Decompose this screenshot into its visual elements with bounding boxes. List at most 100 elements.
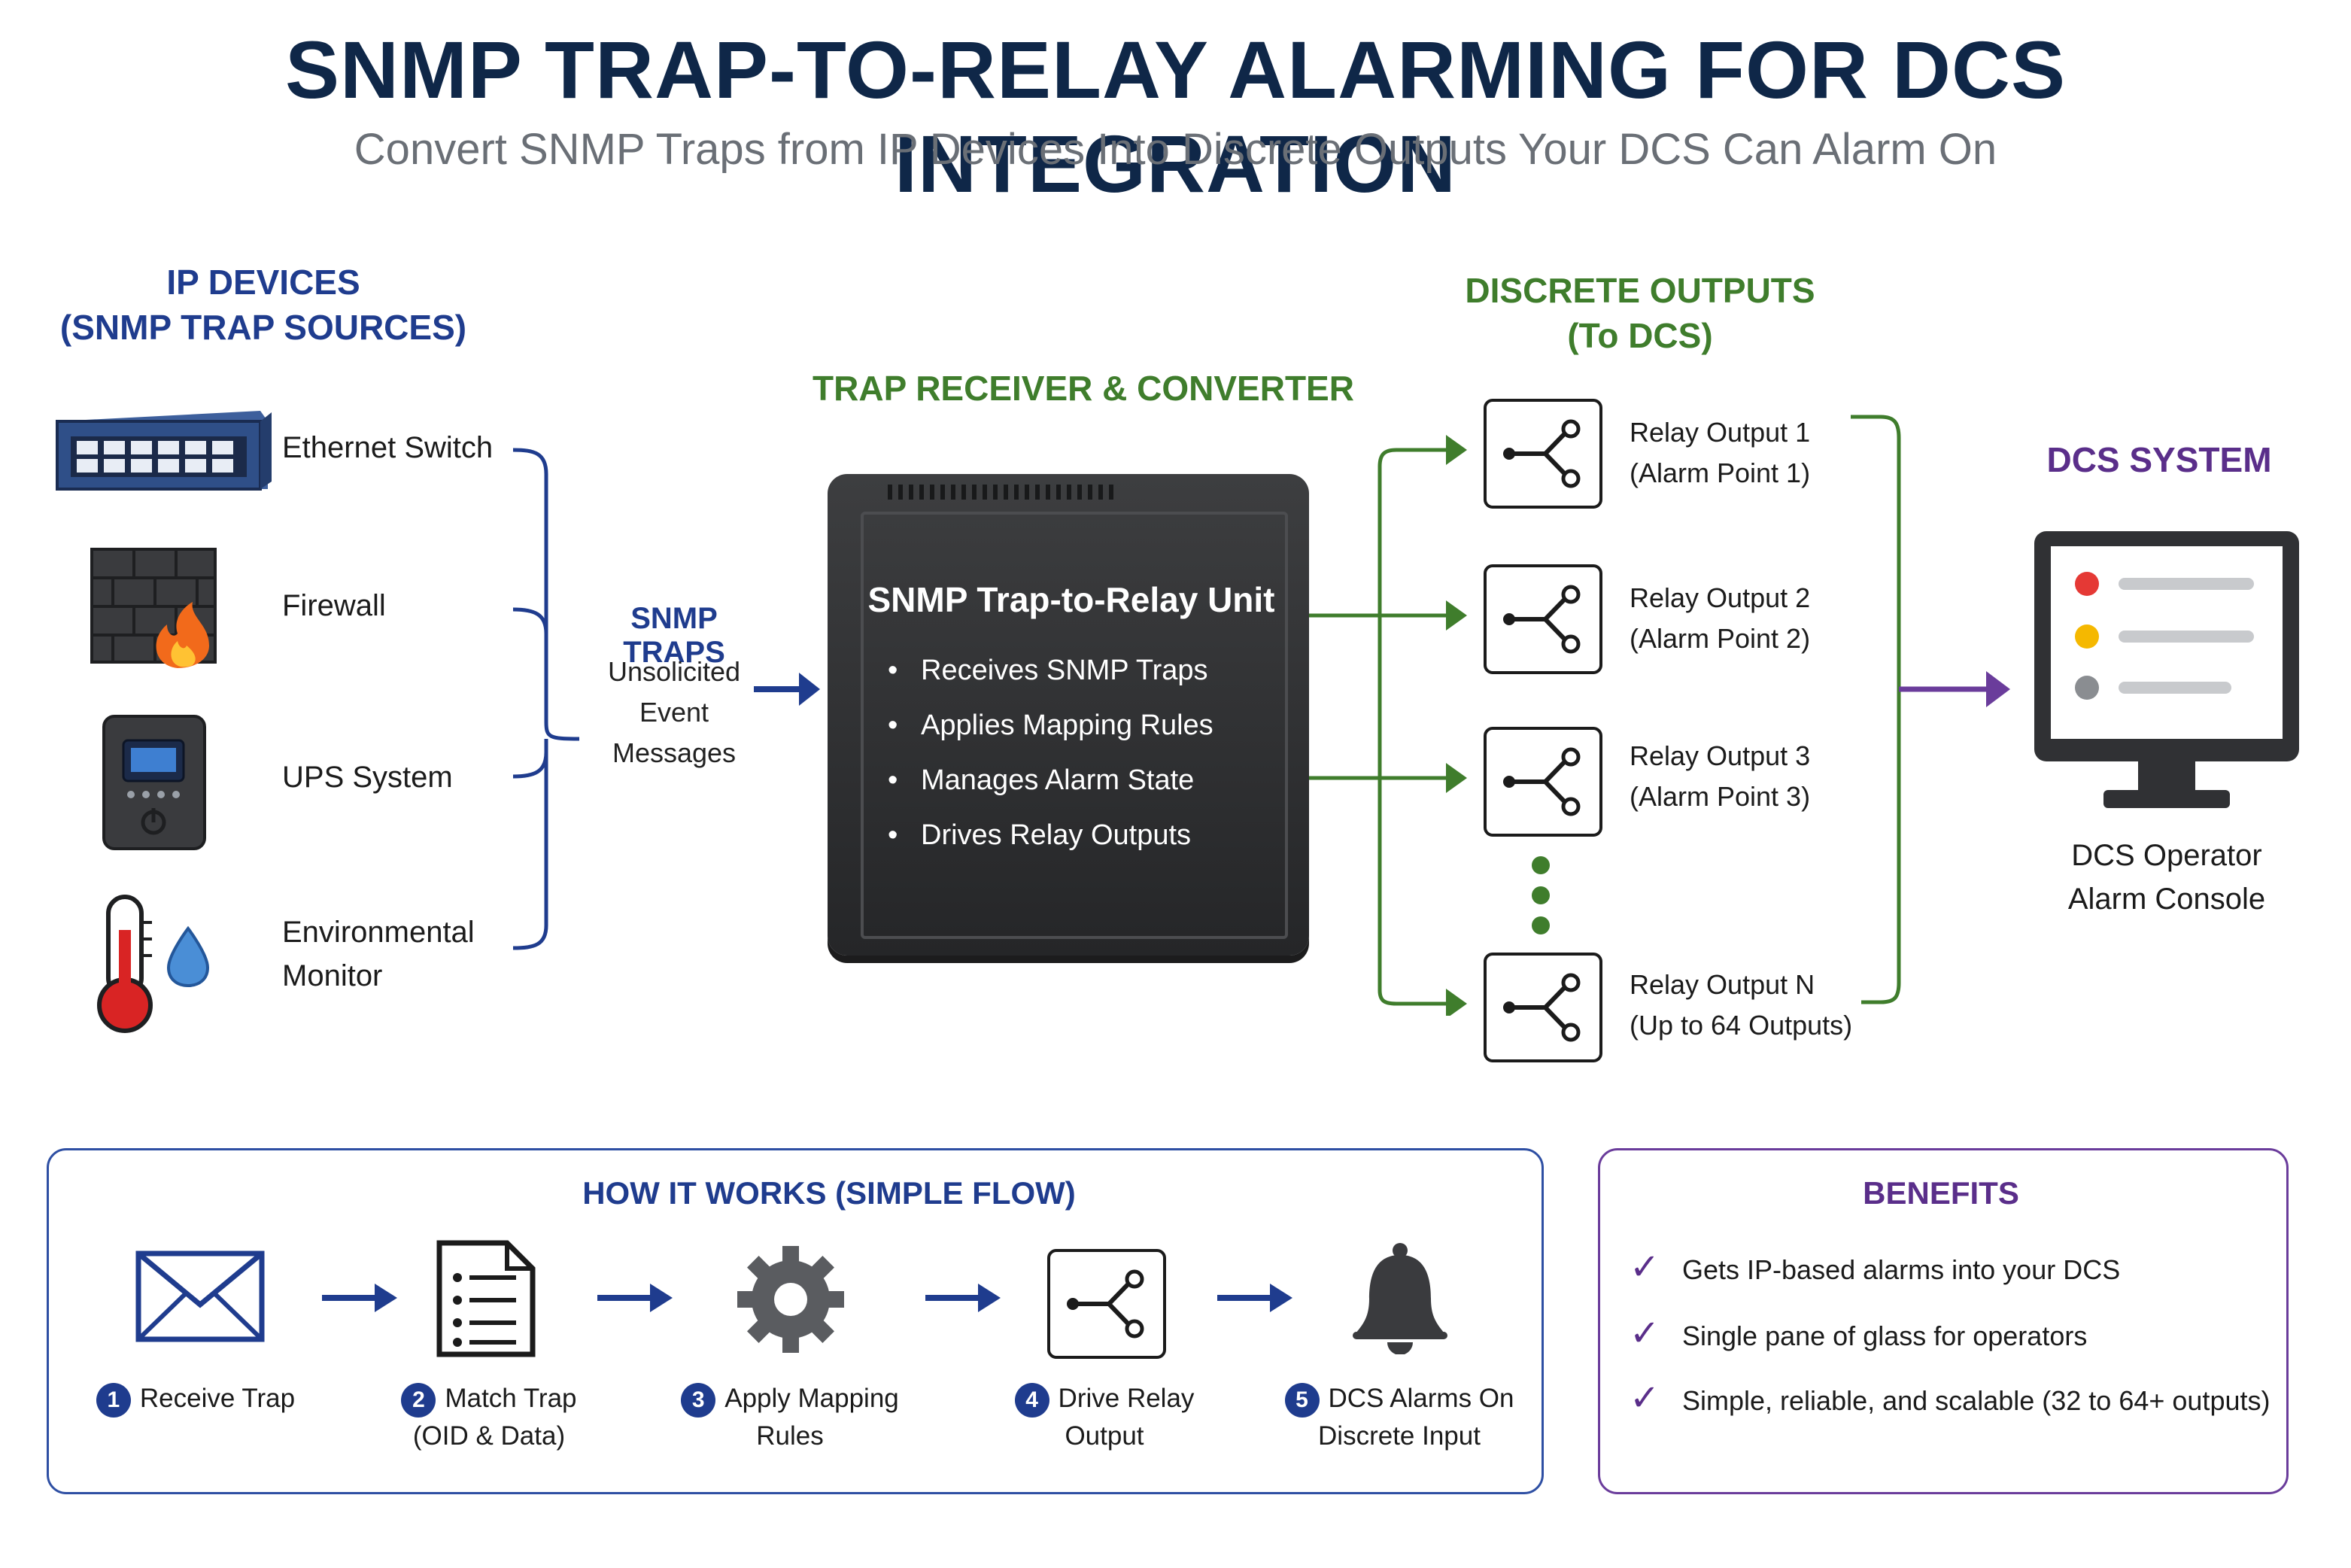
- firewall-icon: [90, 548, 217, 668]
- relay-name: Relay Output 3: [1630, 740, 1811, 771]
- benefit-text: Single pane of glass for operators: [1682, 1320, 2088, 1351]
- checkmark-icon: ✓: [1630, 1378, 1660, 1418]
- more-outputs-dots-icon: [1532, 856, 1550, 934]
- device-label-environmental-monitor: Environmental Monitor: [282, 910, 475, 998]
- step-label-line1: Apply Mapping: [724, 1384, 899, 1413]
- ups-icon: [102, 715, 206, 850]
- relay-detail: (Alarm Point 1): [1630, 457, 1811, 488]
- device-bracket: [512, 448, 580, 950]
- flow-step-1: 1 Receive Trap: [75, 1380, 316, 1418]
- relay-detail: (Alarm Point 2): [1630, 623, 1811, 654]
- relay-output-2-label: Relay Output 2 (Alarm Point 2): [1630, 578, 1810, 659]
- discrete-outputs-heading: DISCRETE OUTPUTS (To DCS): [1429, 268, 1851, 358]
- arrow-right-icon: [754, 673, 820, 706]
- relay-switch-icon: [1503, 585, 1581, 654]
- device-label-ups: UPS System: [282, 761, 453, 794]
- step-number-badge: 3: [681, 1383, 716, 1418]
- alarm-indicator-gray: [2075, 676, 2099, 700]
- snmp-traps-description: Unsolicited Event Messages: [576, 652, 772, 773]
- step-number-badge: 5: [1284, 1383, 1320, 1418]
- step-label-line2: Discrete Input: [1318, 1421, 1481, 1451]
- step-label-line1: Receive Trap: [139, 1384, 296, 1413]
- benefit-text: Gets IP-based alarms into your DCS: [1682, 1254, 2121, 1285]
- flow-step-3: 3 Apply Mapping Rules: [670, 1380, 910, 1455]
- dcs-console-label-line1: DCS Operator: [2071, 839, 2262, 872]
- step-label-line1: Drive Relay: [1058, 1384, 1195, 1413]
- step-label-line2: (OID & Data): [412, 1421, 566, 1451]
- trap-to-relay-unit: SNMP Trap-to-Relay Unit Receives SNMP Tr…: [828, 474, 1309, 956]
- output-connectors: [1309, 435, 1467, 1016]
- document-list-icon: [436, 1240, 536, 1357]
- alarm-indicator-red: [2075, 572, 2099, 596]
- relay-switch-icon: [1503, 747, 1581, 816]
- snmp-traps-heading: SNMP TRAPS: [623, 602, 725, 669]
- unit-feature: Applies Mapping Rules: [888, 698, 1213, 753]
- benefits-heading: BENEFITS: [1863, 1175, 2019, 1211]
- unit-title: SNMP Trap-to-Relay Unit: [867, 580, 1275, 619]
- alarm-indicator-yellow: [2075, 624, 2099, 649]
- checkmark-icon: ✓: [1630, 1314, 1660, 1354]
- relay-detail: (Up to 64 Outputs): [1630, 1010, 1853, 1041]
- relay-switch-icon: [1503, 973, 1581, 1042]
- unit-feature: Receives SNMP Traps: [888, 643, 1213, 698]
- dcs-console-label-line2: Alarm Console: [2067, 883, 2266, 916]
- dcs-console-label: DCS Operator Alarm Console: [2016, 834, 2317, 921]
- unit-feature-list: Receives SNMP Traps Applies Mapping Rule…: [888, 643, 1213, 863]
- relay-switch-icon: [1067, 1269, 1144, 1339]
- page-title: SNMP TRAP-TO-RELAY ALARMING FOR DCS INTE…: [284, 24, 2067, 209]
- converter-heading: TRAP RECEIVER & CONVERTER: [813, 369, 1354, 408]
- step-number-badge: 1: [96, 1383, 131, 1418]
- ethernet-switch-icon: [56, 411, 272, 491]
- benefit-item: ✓ Simple, reliable, and scalable (32 to 6…: [1630, 1380, 2270, 1420]
- gear-icon: [737, 1246, 844, 1353]
- step-label-line2: Rules: [756, 1421, 824, 1451]
- relay-name: Relay Output 1: [1630, 417, 1811, 448]
- device-label-firewall: Firewall: [282, 589, 386, 622]
- step-number-badge: 2: [401, 1383, 436, 1418]
- flow-step-5: 5 DCS Alarms On Discrete Input: [1271, 1380, 1527, 1455]
- relay-output-1-label: Relay Output 1 (Alarm Point 1): [1630, 412, 1810, 494]
- flow-arrow-icon: [322, 1284, 397, 1312]
- snmp-traps-line1: Unsolicited: [607, 656, 741, 687]
- benefit-text: Simple, reliable, and scalable (32 to 64…: [1682, 1385, 2271, 1416]
- relay-output-2-icon: [1484, 564, 1602, 674]
- unit-panel: [861, 512, 1288, 939]
- relay-output-n-icon: [1484, 953, 1602, 1062]
- ip-devices-heading-line2: (SNMP TRAP SOURCES): [59, 308, 467, 347]
- ip-devices-heading-line1: IP DEVICES: [166, 263, 360, 302]
- dcs-system-heading: DCS SYSTEM: [2046, 440, 2272, 479]
- step-label-line1: DCS Alarms On: [1328, 1384, 1514, 1413]
- device-label-environmental-line2: Monitor: [282, 959, 383, 992]
- relay-output-3-label: Relay Output 3 (Alarm Point 3): [1630, 736, 1810, 817]
- vent-slots: [888, 485, 1113, 500]
- snmp-traps-line3: Messages: [612, 737, 737, 768]
- benefits-panel: [1598, 1148, 2289, 1494]
- thermometer-icon: [97, 895, 210, 1033]
- snmp-traps-line2: Event: [639, 697, 709, 728]
- page-subtitle: Convert SNMP Traps from IP Devices Into …: [354, 125, 1997, 174]
- monitor-icon: [2034, 531, 2299, 808]
- relay-switch-icon: [1503, 419, 1581, 488]
- bell-icon: [1353, 1243, 1447, 1354]
- unit-feature: Manages Alarm State: [888, 753, 1213, 808]
- discrete-outputs-heading-line1: DISCRETE OUTPUTS: [1465, 271, 1815, 310]
- relay-name: Relay Output N: [1630, 969, 1815, 1000]
- relay-icon: [1047, 1249, 1166, 1359]
- device-label-ethernet-switch: Ethernet Switch: [282, 431, 494, 464]
- flow-step-2: 2 Match Trap (OID & Data): [369, 1380, 609, 1455]
- discrete-outputs-heading-line2: (To DCS): [1567, 316, 1713, 355]
- benefit-item: ✓ Single pane of glass for operators: [1630, 1315, 2087, 1355]
- unit-feature: Drives Relay Outputs: [888, 808, 1213, 863]
- how-it-works-heading: HOW IT WORKS (SIMPLE FLOW): [582, 1175, 1076, 1211]
- outputs-bracket: [1851, 415, 2010, 1004]
- device-label-environmental-line1: Environmental: [282, 916, 475, 949]
- envelope-icon: [135, 1250, 265, 1342]
- step-label-line1: Match Trap: [445, 1384, 577, 1413]
- benefit-item: ✓ Gets IP-based alarms into your DCS: [1630, 1249, 2120, 1289]
- ip-devices-heading: IP DEVICES (SNMP TRAP SOURCES): [45, 260, 481, 350]
- flow-arrow-icon: [597, 1284, 673, 1312]
- checkmark-icon: ✓: [1630, 1247, 1660, 1287]
- relay-output-3-icon: [1484, 727, 1602, 837]
- relay-detail: (Alarm Point 3): [1630, 781, 1811, 812]
